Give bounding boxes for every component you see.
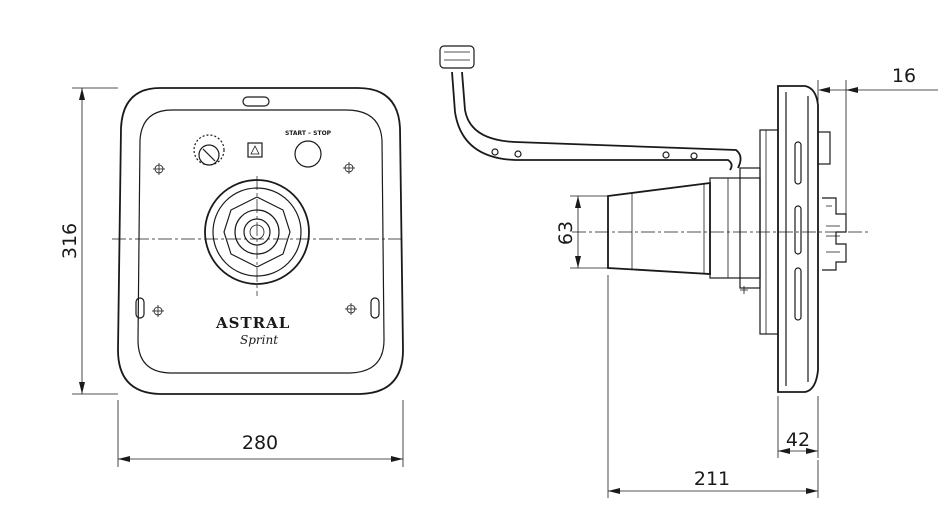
- dim-rear-offset: 16: [817, 65, 938, 214]
- brand-script-text: Sprint: [240, 333, 278, 347]
- dim-front-width-value: 280: [242, 432, 278, 454]
- dim-nozzle-diameter-value: 63: [555, 221, 577, 245]
- screw-bottom-left: [152, 305, 164, 317]
- air-tube: [439, 45, 742, 171]
- flange-slot-1: [794, 141, 802, 185]
- front-outer-frame: [117, 87, 404, 395]
- screw-bottom-right: [345, 303, 357, 315]
- dim-side-depth-value: 211: [694, 468, 730, 490]
- side-body: [709, 177, 761, 279]
- dim-nozzle-diameter: 63: [555, 195, 608, 269]
- side-view: [439, 45, 870, 393]
- dim-front-height-value: 316: [59, 223, 81, 259]
- left-slot: [135, 297, 145, 319]
- dim-rear-offset-value: 16: [892, 65, 916, 87]
- dim-side-depth: 211: [607, 275, 819, 498]
- start-stop-button-icon: [294, 140, 322, 168]
- side-nozzle-cone: [607, 181, 711, 275]
- rear-bracket: [817, 131, 847, 271]
- flange-slot-3: [794, 267, 802, 321]
- side-flange: [777, 85, 819, 393]
- dim-flange-depth: 42: [777, 396, 819, 458]
- start-stop-label: START – STOP: [285, 130, 332, 137]
- air-indicator-icon: [247, 142, 263, 158]
- screw-top-right: [343, 162, 355, 174]
- front-view: START – STOP ASTRAL Sprint: [112, 87, 405, 395]
- right-slot: [370, 297, 380, 319]
- control-knob-icon: [193, 134, 225, 166]
- dim-front-height: 316: [59, 87, 118, 395]
- brand-logo: ASTRAL Sprint: [215, 314, 290, 347]
- front-inner-panel: [137, 109, 385, 374]
- top-slot: [242, 96, 270, 107]
- dim-front-width: 280: [117, 400, 404, 467]
- brand-main-text: ASTRAL: [215, 314, 290, 332]
- flange-slot-2: [794, 205, 802, 255]
- screw-top-left: [153, 163, 165, 175]
- dim-flange-depth-value: 42: [786, 429, 810, 451]
